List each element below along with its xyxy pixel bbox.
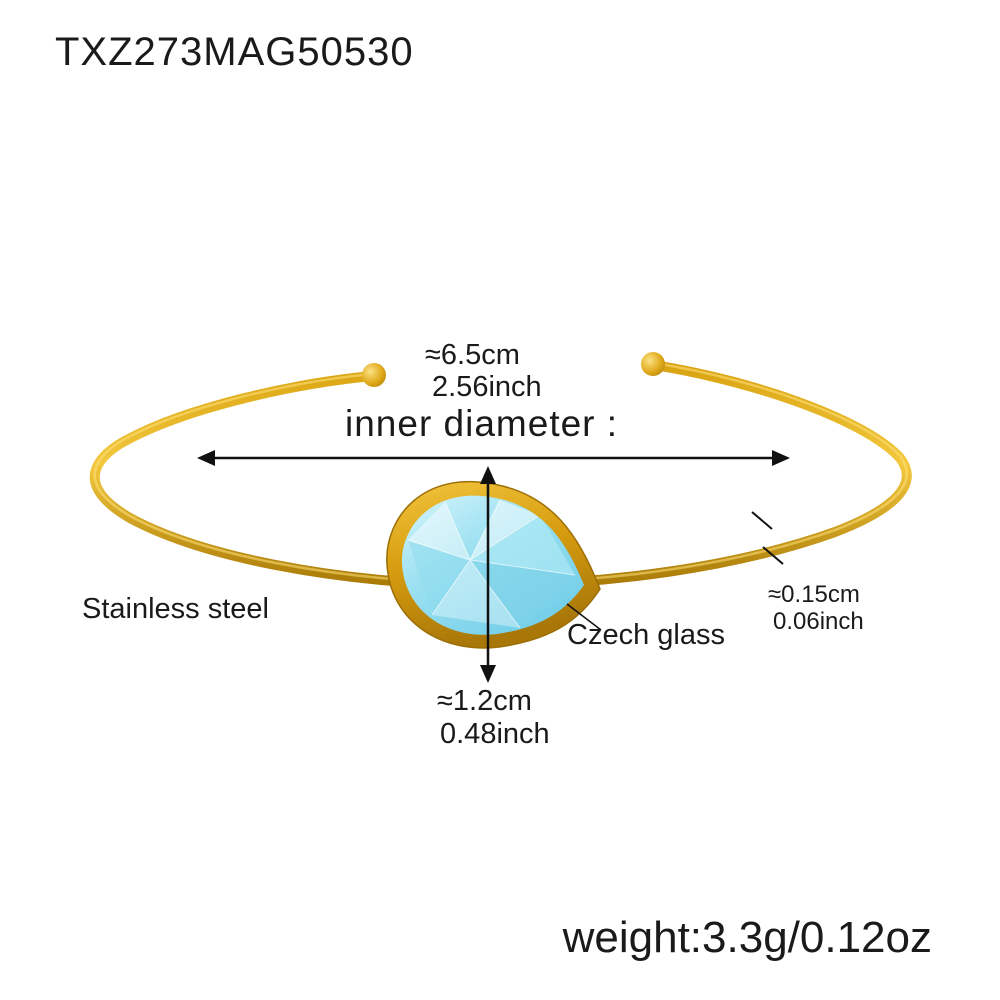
product-sku: TXZ273MAG50530	[55, 30, 414, 74]
inner-diameter-arrow	[197, 450, 790, 466]
bangle-ball-left	[362, 363, 386, 387]
material-band-label: Stainless steel	[82, 593, 269, 625]
stone-facets	[407, 499, 576, 629]
inner-diameter-label: inner diameter :	[345, 403, 619, 444]
inner-diameter-cm: ≈6.5cm	[425, 339, 520, 371]
czech-glass-leader-line	[566, 603, 602, 631]
inner-diameter-inch: 2.56inch	[432, 371, 542, 403]
product-weight: weight:3.3g/0.12oz	[562, 913, 932, 962]
wire-thickness-cm: ≈0.15cm	[768, 581, 860, 608]
bangle-ball-right	[641, 352, 665, 376]
material-stone-label: Czech glass	[567, 619, 725, 651]
pendant-height-cm: ≈1.2cm	[437, 685, 532, 717]
wire-thickness-ticks	[751, 511, 784, 565]
stone-height-arrow	[480, 466, 496, 683]
pendant-height-inch: 0.48inch	[440, 718, 550, 750]
wire-thickness-inch: 0.06inch	[773, 608, 864, 635]
